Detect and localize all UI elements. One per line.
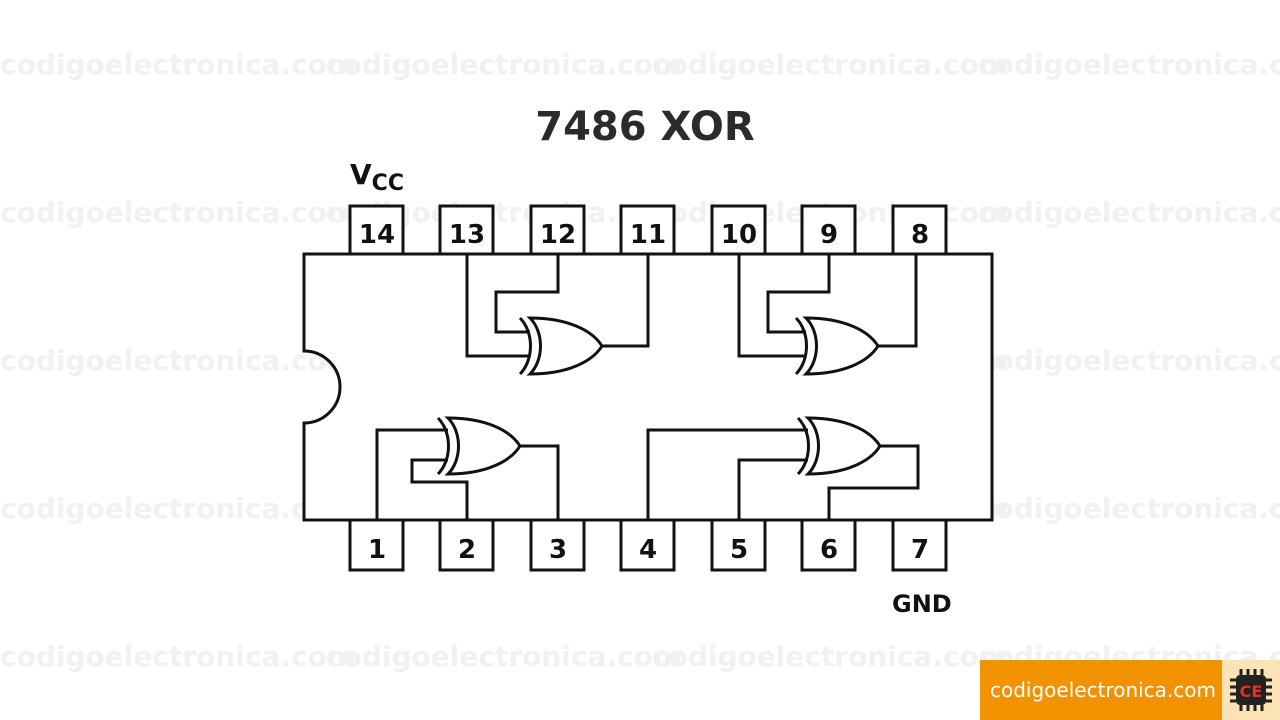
pin-number: 5 (730, 535, 748, 565)
watermark-text: codigoelectronica.com (978, 344, 1280, 377)
watermark-text: codigoelectronica.com (326, 48, 683, 81)
pin-number: 4 (639, 535, 657, 565)
watermark-text: codigoelectronica.com (0, 48, 357, 81)
pin-number: 12 (540, 220, 576, 250)
footer-brand-text[interactable]: codigoelectronica.com (990, 678, 1216, 702)
gnd-label: GND (892, 590, 952, 618)
pin-number: 13 (449, 220, 485, 250)
logo-letters: CE (1240, 682, 1263, 701)
chip-body (302, 252, 994, 522)
pin-box (891, 204, 948, 256)
pin-box (800, 204, 857, 256)
pin-box (891, 518, 948, 572)
wire (737, 458, 808, 520)
xor-gate-b (646, 416, 920, 520)
wire (827, 444, 920, 520)
pin-number: 6 (820, 535, 838, 565)
wire (465, 254, 530, 358)
wire (602, 254, 650, 348)
watermark-row: codigoelectronica.com codigoelectronica.… (0, 48, 1280, 88)
pin-number: 3 (549, 535, 567, 565)
xor-gate-symbol (526, 316, 604, 376)
watermark-text: codigoelectronica.com (978, 48, 1280, 81)
chip-logo-icon: CE (1230, 669, 1272, 711)
watermark-text: codigoelectronica.com (0, 640, 357, 673)
pin-number: 14 (359, 220, 395, 250)
pin-number: 2 (458, 535, 476, 565)
pin-number: 11 (630, 220, 666, 250)
pin-number: 10 (721, 220, 757, 250)
wire (375, 428, 448, 520)
wire (494, 254, 560, 334)
watermark-text: codigoelectronica.com (0, 492, 357, 525)
brand-logo: CE (1222, 660, 1280, 720)
bottom-pin-row: 1 2 3 4 5 6 7 (348, 518, 948, 572)
pin-box (529, 204, 586, 256)
xor-gate-symbol (802, 316, 880, 376)
wire (766, 254, 831, 334)
watermark-text: codigoelectronica.com (326, 640, 683, 673)
xor-gate-symbol (444, 416, 522, 476)
watermark-text: codigoelectronica.com (0, 344, 357, 377)
pin-box (619, 204, 676, 256)
pin-box (800, 518, 857, 572)
pin-number: 8 (911, 220, 929, 250)
wire (520, 444, 560, 520)
xor-gate-input-arc (518, 316, 532, 376)
pin-number: 7 (911, 535, 929, 565)
watermark-text: codigoelectronica.com (978, 492, 1280, 525)
pin-box (348, 204, 405, 256)
watermark-text: codigoelectronica.com (652, 640, 1009, 673)
xor-gate-a (375, 416, 560, 520)
pin-number: 1 (368, 535, 386, 565)
pin-number: 9 (820, 220, 838, 250)
xor-gate-c (465, 254, 650, 376)
xor-gate-symbol (804, 416, 882, 476)
wire (737, 254, 806, 358)
top-pin-row: 14 13 12 11 10 9 8 (348, 204, 948, 256)
watermark-text: codigoelectronica.com (652, 48, 1009, 81)
wire (646, 428, 808, 520)
wire (410, 458, 469, 520)
vcc-label: VCC (350, 158, 404, 196)
watermark-text: codigoelectronica.com (978, 196, 1280, 229)
xor-gate-d (737, 254, 918, 376)
footer-brand-bar[interactable]: codigoelectronica.com CE (980, 660, 1280, 720)
xor-gate-input-arc (796, 416, 810, 476)
watermark-text: codigoelectronica.com (0, 196, 357, 229)
xor-gate-input-arc (436, 416, 450, 476)
wire (878, 254, 918, 348)
pin-box (529, 518, 586, 572)
page-title: 7486 XOR (535, 104, 755, 150)
xor-gate-input-arc (794, 316, 808, 376)
